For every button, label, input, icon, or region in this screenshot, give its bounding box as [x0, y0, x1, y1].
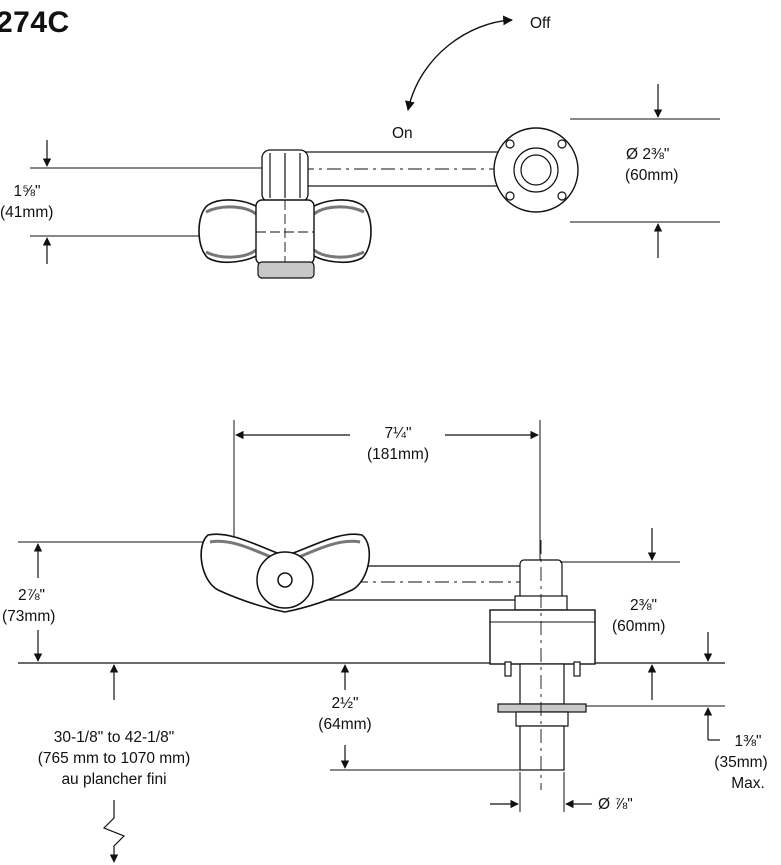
rise-in: 2⅞" [18, 587, 46, 604]
floor-break [102, 800, 126, 863]
top-handle-lever-right [307, 199, 372, 264]
shank [519, 725, 565, 771]
flange-hole [505, 139, 515, 149]
handle-height-mm: (41mm) [0, 204, 54, 221]
width-mm: (181mm) [366, 446, 429, 463]
shank-drop-mm: (64mm) [318, 716, 372, 733]
flange-dia-mm: (60mm) [625, 167, 679, 184]
deck-washer [497, 703, 587, 713]
flange-hole [557, 191, 567, 201]
model-title: 274C [0, 6, 70, 39]
on-label: On [392, 125, 413, 142]
floor-range-in: 30-1/8" to 42-1/8" [53, 729, 175, 746]
deck-max-in: 1⅜" [734, 733, 762, 750]
handle-height-in: 1⅝" [13, 183, 41, 200]
flange-dia-in: Ø 2⅜" [626, 146, 670, 163]
valve-neck [519, 663, 565, 705]
deck-max-note: Max. [731, 775, 765, 792]
top-handle-base [257, 261, 315, 279]
rotation-arc [405, 15, 513, 111]
off-label: Off [530, 15, 551, 32]
top-handle-lever-left [198, 199, 263, 264]
side-view [18, 420, 725, 863]
floor-range-mm: (765 mm to 1070 mm) [37, 750, 191, 767]
shank-drop-in: 2½" [331, 695, 359, 712]
body-height-mm: (60mm) [612, 618, 666, 635]
flange-hole [505, 191, 515, 201]
side-handle-screw [277, 572, 293, 588]
body-height-in: 2⅜" [630, 597, 658, 614]
deck-max-mm: (35mm) [714, 754, 768, 771]
rise-mm: (73mm) [2, 608, 56, 625]
floor-note: au plancher fini [61, 771, 167, 788]
flange-hole [557, 139, 567, 149]
top-view [30, 15, 720, 279]
width-in: 7¼" [384, 425, 412, 442]
lock-nut [515, 711, 569, 727]
shank-dia: Ø ⅞" [598, 796, 633, 813]
valve-body [489, 609, 596, 665]
